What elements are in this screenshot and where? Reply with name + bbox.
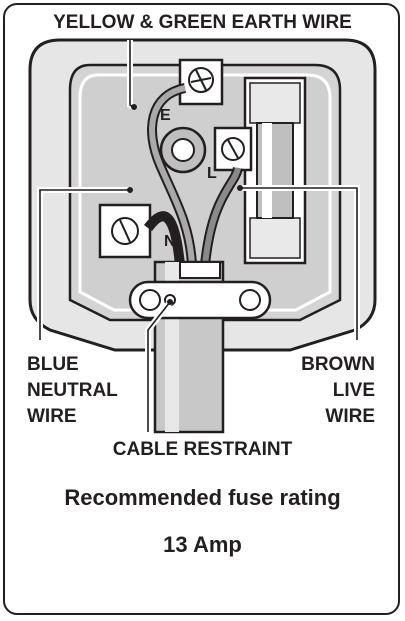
fuse-rating-value: 13 Amp: [163, 532, 242, 557]
live-terminal: [213, 126, 253, 172]
earth-terminal: [178, 58, 224, 106]
live-label-line1: BROWN: [301, 354, 375, 375]
live-wire-label: BROWN LIVE WIRE: [301, 352, 375, 430]
diagram-frame: [3, 3, 400, 615]
neutral-wire: [143, 211, 185, 266]
centre-pin: [159, 126, 207, 174]
fuse: [243, 76, 307, 265]
live-label-line2: LIVE: [332, 380, 375, 401]
live-label-line3: WIRE: [325, 406, 375, 427]
cable-restraint-label: CABLE RESTRAINT: [112, 439, 293, 460]
neutral-wire-label: BLUE NEUTRAL WIRE: [27, 352, 118, 430]
leader-lines: [37, 40, 360, 432]
neutral-label-line2: NEUTRAL: [27, 380, 118, 401]
fuse-rating-heading: Recommended fuse rating: [64, 485, 341, 510]
neutral-label-line3: WIRE: [27, 406, 77, 427]
live-terminal-letter: L: [207, 165, 217, 182]
earth-terminal-letter: E: [160, 107, 171, 124]
cable-restraint-bar: [128, 280, 272, 320]
neutral-terminal: [98, 203, 152, 259]
neutral-label-line1: BLUE: [27, 354, 79, 375]
neutral-terminal-letter: N: [164, 233, 176, 250]
earth-wire-label: YELLOW & GREEN EARTH WIRE: [53, 12, 352, 33]
